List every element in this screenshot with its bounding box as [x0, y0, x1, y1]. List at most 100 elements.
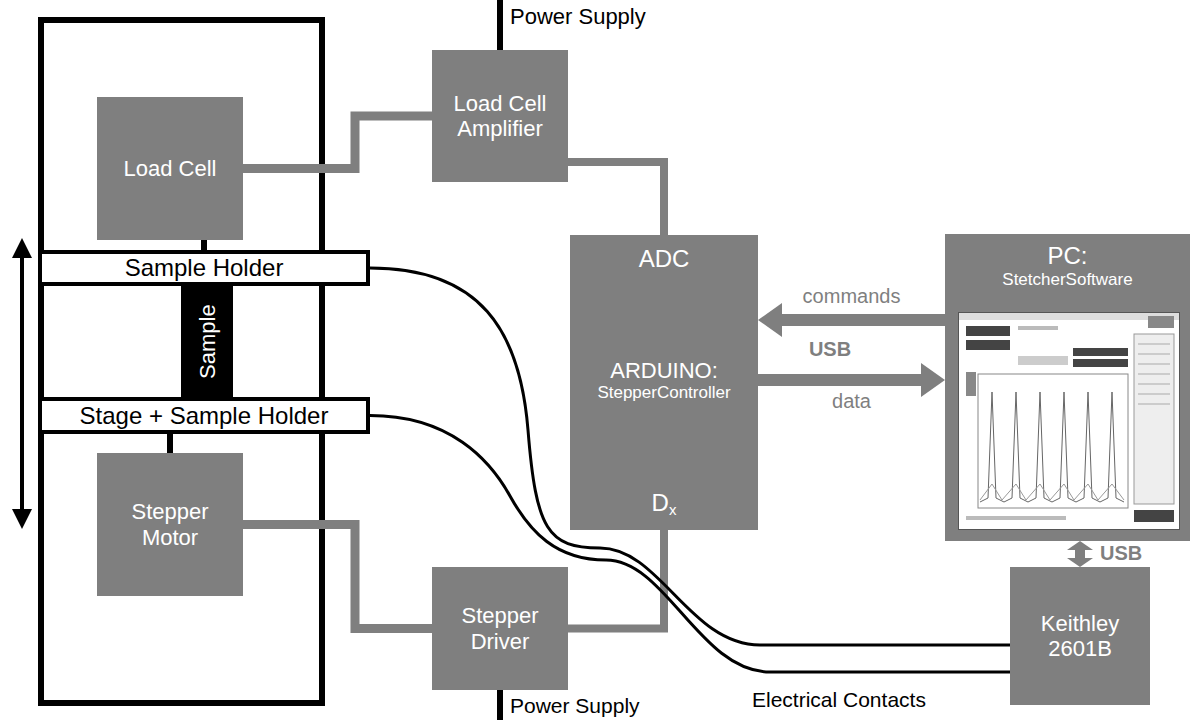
screenshot-list-panel: [1134, 334, 1174, 504]
motor-box: Stepper Motor: [97, 453, 243, 596]
interface-label-text: USB: [809, 338, 851, 360]
text-group: Sample: [181, 329, 233, 354]
power-label-text: Power Supply: [510, 4, 646, 29]
screenshot-list-line: [1138, 364, 1170, 365]
connector-line: [243, 116, 432, 169]
screenshot-status: [966, 516, 1066, 520]
power-label: Power Supply: [510, 694, 640, 718]
text-group: Load Cell: [124, 156, 217, 181]
motion-arrow-head: [12, 238, 32, 258]
text-group: PC:StetcherSoftware: [1002, 242, 1132, 289]
connector-line: [758, 374, 922, 386]
screenshot-button: [966, 340, 1010, 350]
screenshot-button: [1134, 510, 1174, 522]
stage-bar: Stage + Sample Holder: [38, 397, 370, 434]
screenshot-list-line: [1138, 384, 1170, 385]
node-label: Sample Holder: [125, 254, 284, 282]
node-label: ADC: [639, 245, 690, 273]
connector: [204, 240, 205, 250]
node-label: StetcherSoftware: [1002, 270, 1132, 290]
node-label: ARDUINO:: [610, 358, 718, 383]
connector-label: USB: [1100, 542, 1142, 565]
screenshot-list-line: [1138, 404, 1170, 405]
text-group: ARDUINO:StepperController: [597, 358, 730, 403]
connector-label-text: USB: [1100, 542, 1142, 564]
node-label: D: [652, 489, 669, 516]
screenshot-chart-area: [978, 374, 1128, 508]
arrow-head: [1067, 541, 1093, 550]
controller-box: ADC ARDUINO:StepperControllerDx: [570, 235, 758, 530]
connector: [568, 162, 664, 235]
interface-label: USB: [809, 338, 851, 361]
connector-line: [167, 434, 173, 453]
power-label: Power Supply: [510, 4, 646, 29]
power-wire: [497, 0, 503, 50]
node-label: Stepper Motor: [103, 499, 237, 550]
node-label: Keithley 2601B: [1016, 611, 1144, 662]
text-group: Stepper Driver: [438, 603, 562, 654]
connector: [170, 434, 171, 453]
amplifier-box: Load Cell Amplifier: [432, 50, 568, 182]
connector: [243, 116, 432, 169]
pin-subscript: x: [669, 501, 677, 518]
sample-strip: Sample: [181, 286, 233, 397]
screenshot-button: [1073, 359, 1128, 367]
screenshot-titlebar: [959, 313, 1179, 320]
power-wire: [497, 690, 503, 720]
connector-line: [243, 525, 432, 629]
screenshot-button: [966, 326, 1010, 336]
connector: [243, 525, 432, 629]
screenshot-tab: [966, 372, 976, 396]
sensor-box: Load Cell: [97, 97, 243, 240]
node-label: Stepper Driver: [438, 603, 562, 654]
text-group: ADC: [639, 245, 690, 273]
screenshot-list-line: [1138, 374, 1170, 375]
connector: [758, 303, 945, 337]
text-group: Stage + Sample Holder: [80, 402, 329, 430]
node-label: Stage + Sample Holder: [80, 402, 329, 430]
screenshot-window: [959, 313, 1180, 530]
text-group: Stepper Motor: [103, 499, 237, 550]
connector-label: data: [832, 390, 871, 413]
screenshot-list-line: [1138, 394, 1170, 395]
node-label: PC:: [1047, 242, 1087, 270]
node-label: Load Cell Amplifier: [438, 91, 562, 142]
power-label-text: Power Supply: [510, 694, 640, 717]
connector-label-text: commands: [803, 285, 901, 307]
wire-label: Electrical Contacts: [752, 688, 926, 712]
wire-label-text: Electrical Contacts: [752, 688, 926, 711]
software-screenshot: [958, 312, 1180, 530]
driver-box: Stepper Driver: [432, 567, 568, 690]
connector: [1067, 541, 1093, 567]
screenshot-list-line: [1138, 354, 1170, 355]
machine-frame: [41, 20, 322, 703]
screenshot-button: [1018, 356, 1068, 365]
instrument-box: Keithley 2601B: [1010, 567, 1150, 705]
node-label: StepperController: [597, 383, 730, 403]
arrow-head: [1067, 558, 1093, 567]
screenshot-field: [1018, 326, 1058, 330]
screenshot-force-curve: [980, 392, 1124, 502]
arrow-head: [758, 303, 782, 337]
screenshot-resistance-curve: [980, 484, 1124, 500]
text-group: Sample Holder: [125, 254, 284, 282]
connector-label-text: data: [832, 390, 871, 412]
motion-arrow-head: [12, 509, 32, 529]
node-label: Sample: [194, 304, 219, 379]
text-group: Load Cell Amplifier: [438, 91, 562, 142]
text-group: Keithley 2601B: [1016, 611, 1144, 662]
pin-label-row: Dx: [652, 489, 677, 518]
motion-arrow-shaft: [20, 256, 24, 511]
screenshot-logo: [1148, 316, 1174, 328]
screenshot-button: [1073, 348, 1128, 356]
connector-label: commands: [803, 285, 901, 308]
connector-line: [781, 314, 945, 326]
connector-line: [201, 240, 207, 250]
sample-holder-bar: Sample Holder: [38, 250, 370, 286]
connector-line: [1075, 549, 1085, 559]
screenshot-list-line: [1138, 344, 1170, 345]
connector-line: [568, 162, 664, 235]
arrow-head: [921, 363, 945, 397]
node-label: Load Cell: [124, 156, 217, 181]
